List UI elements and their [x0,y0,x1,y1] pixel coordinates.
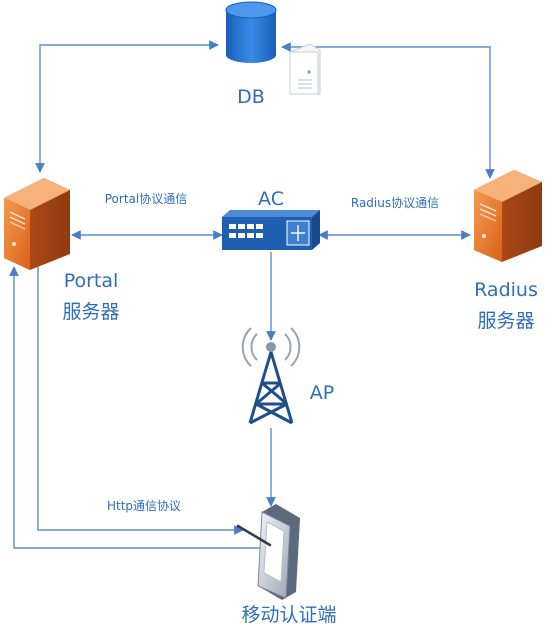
portal-label-line1: Portal [64,270,119,292]
radius-label-line2: 服务器 [477,310,534,332]
mobile-label: 移动认证端 [241,604,336,626]
radius-label-line1: Radius [474,279,538,301]
file-server-icon [289,43,321,95]
radius-server-icon [474,170,542,262]
portal-db-link [35,40,219,173]
connector-lines [9,40,495,549]
ap-antenna-tower-icon [241,327,301,425]
portal-protocol-label: Portal协议通信 [105,191,187,206]
ac-label: AC [258,188,284,210]
mobile-pda-icon [236,504,300,600]
ap-label: AP [310,382,334,404]
portal-mobile-http-link [37,262,244,535]
portal-server-icon [4,178,70,270]
ac-switch-icon [222,210,320,250]
mobile-portal-return-link [9,266,262,549]
radius-db-link [281,42,495,179]
portal-label-line2: 服务器 [62,301,119,323]
http-protocol-label: Http通信协议 [107,498,181,513]
radius-protocol-label: Radius协议通信 [351,195,439,210]
database-icon [225,1,277,63]
db-label: DB [237,86,265,108]
